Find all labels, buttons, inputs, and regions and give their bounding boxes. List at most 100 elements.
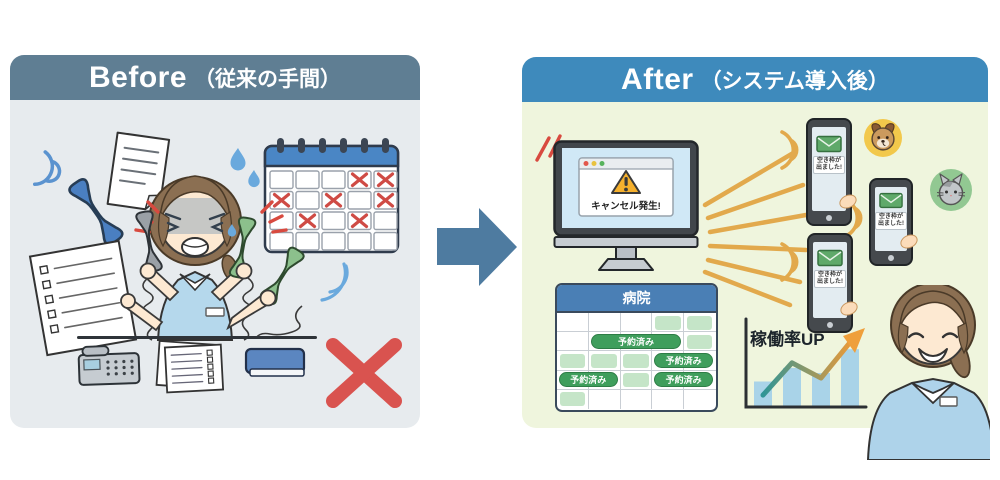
home-button	[826, 215, 832, 221]
calendar-cell	[269, 231, 294, 251]
after-header: After （システム導入後）	[522, 57, 988, 102]
schedule-cell	[557, 313, 589, 333]
after-title: After	[621, 62, 694, 96]
calendar-cell	[347, 190, 372, 210]
schedule-cell	[588, 313, 621, 333]
smartphone: 空き枠が 出ました!	[869, 178, 920, 266]
reserved-slot: 予約済み	[654, 352, 713, 369]
calendar-cell	[347, 231, 372, 251]
smartphone: 空き枠が 出ました!	[807, 233, 860, 333]
open-slot	[591, 353, 618, 369]
schedule-cell	[557, 351, 589, 371]
dog-owner-avatar	[864, 119, 902, 157]
schedule-cell	[684, 332, 716, 352]
calendar-cell	[295, 190, 320, 210]
schedule-cell	[620, 313, 653, 333]
notification-text: 空き枠が 出ました!	[813, 156, 845, 174]
dog-icon	[871, 123, 895, 151]
open-slot	[654, 315, 681, 330]
before-title: Before	[88, 60, 188, 94]
calendar-x-mark	[272, 192, 291, 208]
mail-icon	[817, 249, 843, 267]
trend-line	[760, 339, 853, 398]
schedule-cell	[620, 351, 653, 371]
hospital-schedule-card: 病院 予約済み予約済み予約済み予約済み	[555, 283, 718, 412]
calendar-x-mark	[376, 172, 395, 188]
desk-phone	[77, 345, 141, 386]
smartphone: 空き枠が 出ました!	[806, 118, 859, 226]
utilization-chart: 稼働率UP	[738, 315, 873, 420]
appointment-book	[244, 347, 306, 377]
phone-screen: 空き枠が 出ました!	[813, 242, 847, 318]
stressed-eyes	[164, 212, 226, 233]
hospital-title: 病院	[557, 285, 716, 313]
after-subtitle: （システム導入後）	[700, 69, 889, 93]
chart-bar	[812, 373, 830, 407]
chart-canvas	[744, 317, 868, 409]
chart-axes	[744, 317, 868, 409]
after-panel: After （システム導入後） キャンセル発生!	[522, 57, 990, 460]
reserved-slot: 予約済み	[590, 333, 682, 349]
calendar-x-mark	[350, 213, 369, 229]
reserved-slot: 予約済み	[654, 372, 713, 388]
notification-text: 空き枠が 出ました!	[875, 212, 907, 230]
open-slot	[686, 334, 713, 349]
name-tag	[205, 307, 225, 317]
calendar-cell	[321, 211, 346, 231]
before-header: Before （従来の手間）	[10, 55, 420, 100]
cat-icon	[936, 173, 966, 206]
arms-and-handsets	[120, 209, 307, 332]
open-slot	[686, 315, 713, 330]
schedule-cell	[684, 390, 716, 409]
schedule-cell	[588, 370, 621, 390]
checklist-paper	[28, 239, 138, 357]
schedule-cell	[588, 351, 621, 371]
signal-arcs-icon	[780, 130, 799, 170]
open-slot	[623, 353, 649, 369]
trend-arrow-head	[843, 328, 865, 353]
collar	[179, 273, 211, 292]
calendar-x-mark	[324, 192, 343, 208]
calendar-cell	[373, 231, 398, 251]
reserved-slot: 予約済み	[559, 372, 618, 388]
schedule-cell	[589, 389, 621, 409]
arrow-shaft	[437, 228, 479, 265]
window-min-dot-icon	[591, 161, 597, 166]
ring-waves-icon	[320, 262, 349, 302]
open-slot	[559, 392, 586, 407]
window-max-dot-icon	[599, 161, 605, 166]
calendar-cell	[269, 170, 294, 190]
schedule-grid: 予約済み予約済み予約済み予約済み	[557, 313, 716, 409]
calendar-cell	[321, 231, 346, 251]
desk-edge	[77, 336, 317, 339]
schedule-cell	[621, 389, 653, 409]
open-slot	[623, 373, 649, 388]
schedule-cell	[557, 389, 589, 409]
arrow-head	[479, 208, 517, 286]
alert-message: キャンセル発生!	[591, 200, 661, 212]
stressed-receptionist	[28, 148, 349, 357]
calendar-rings	[277, 138, 389, 153]
calendar-x-mark	[376, 192, 395, 208]
home-button	[888, 255, 894, 261]
open-slot	[559, 353, 586, 369]
chart-bar	[841, 349, 859, 407]
calendar-cell	[321, 170, 346, 190]
window-close-dot-icon	[583, 161, 589, 166]
before-subtitle: （従来の手間）	[194, 67, 342, 91]
smiling-eyes	[907, 332, 959, 339]
before-calendar	[263, 138, 400, 254]
calendar-x-mark	[350, 172, 369, 188]
schedule-cell	[620, 370, 653, 390]
notification-text: 空き枠が 出ました!	[814, 270, 846, 288]
chart-label: 稼働率UP	[750, 330, 825, 349]
schedule-cell	[684, 313, 716, 333]
calendar-cell	[373, 211, 398, 231]
chart-bar	[783, 367, 801, 407]
cat-owner-avatar	[930, 169, 972, 211]
ring-sound-waves-icon	[32, 150, 62, 187]
desk-checklists	[155, 340, 225, 394]
mail-icon	[816, 135, 842, 153]
schedule-cell	[684, 351, 716, 371]
